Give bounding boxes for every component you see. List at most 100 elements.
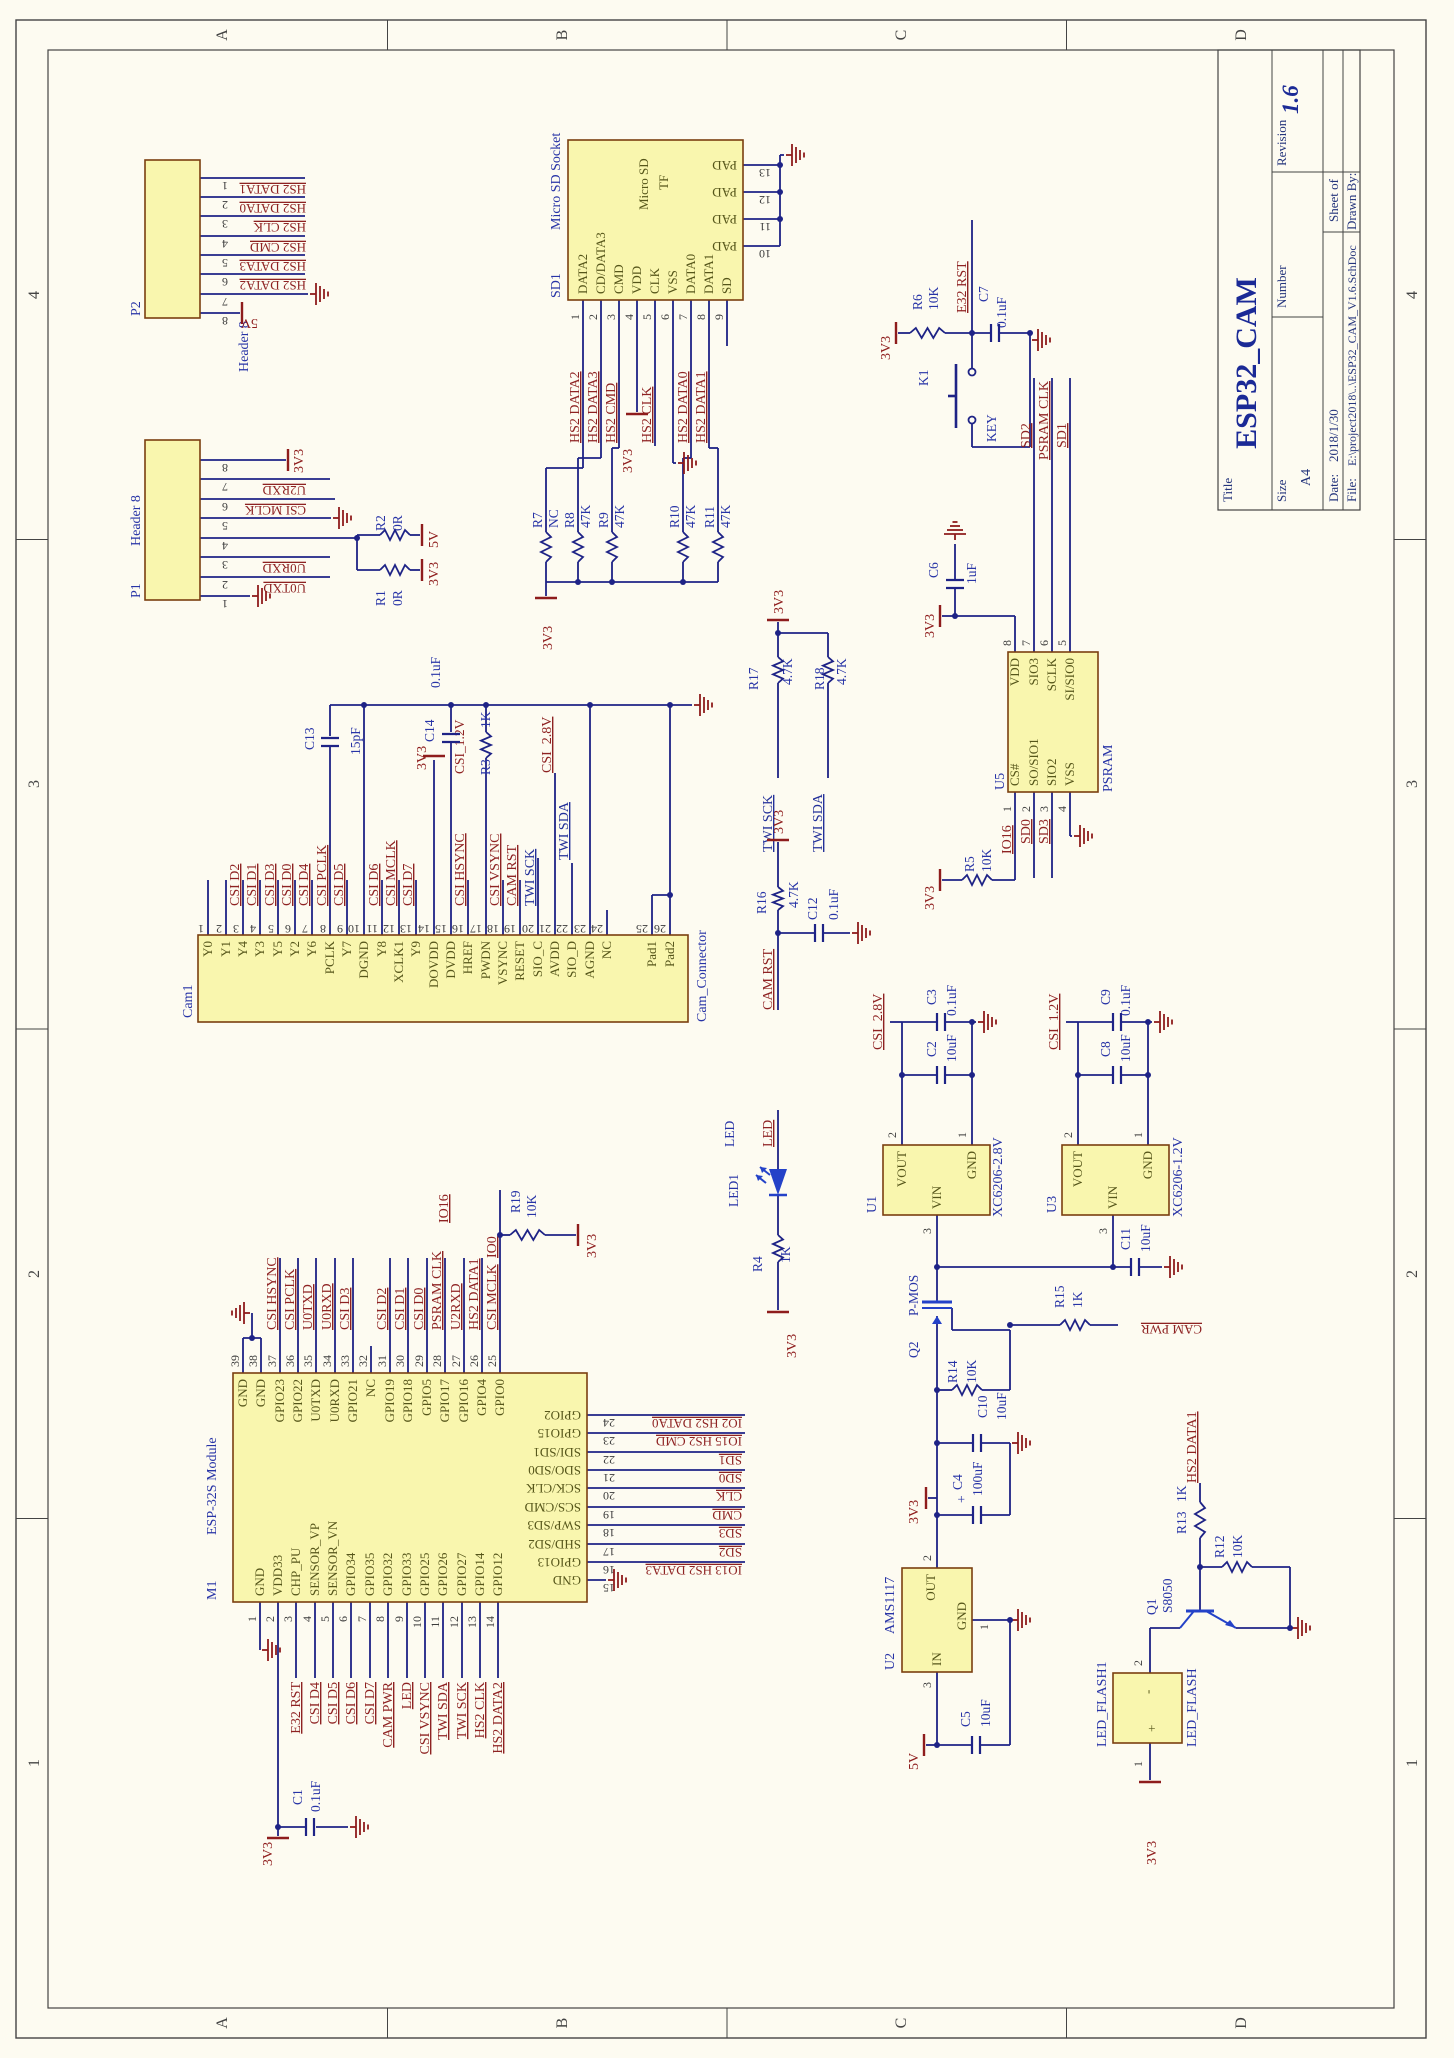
net-label-e32-rst: E32 RST xyxy=(955,261,970,313)
pin-name-out: OUT xyxy=(923,1574,938,1601)
resistor xyxy=(1221,1559,1253,1575)
power-label-3v3: 3V3 xyxy=(907,1500,922,1524)
ruler-letter-right-D: D xyxy=(1233,29,1250,41)
pin-number-m1-33: 33 xyxy=(338,1355,352,1367)
file-label: File: xyxy=(1344,478,1359,502)
net-label-clk: CLK xyxy=(715,1489,742,1504)
value-key: KEY xyxy=(984,414,999,442)
pin-number-3: 3 xyxy=(920,1682,934,1688)
part-name-esp-32s-module: ESP-32S Module xyxy=(205,1437,220,1535)
designator-cam1: Cam1 xyxy=(181,985,196,1018)
resistor xyxy=(379,527,411,543)
pin-name-m1-gpio33: GPIO33 xyxy=(399,1553,414,1596)
resistor xyxy=(770,656,786,684)
pin-name-m1-gpio21: GPIO21 xyxy=(345,1379,360,1422)
value-4-7k: 4.7K xyxy=(834,658,849,685)
value-c9: C9 xyxy=(1098,989,1113,1005)
net-label-io16: IO16 xyxy=(1000,825,1015,854)
pin-name-u5-si-sio0: SI/SIO0 xyxy=(1062,658,1077,701)
power-label-3v3: 3V3 xyxy=(621,449,636,473)
pin-name-gnd: GND xyxy=(964,1151,979,1179)
net-label-twi-sck: TWI SCK xyxy=(455,1682,470,1739)
value-10k: 10K xyxy=(1230,1535,1245,1559)
junction-dot xyxy=(777,216,783,222)
key-terminal xyxy=(967,415,977,425)
ruler-number-top-3: 3 xyxy=(26,780,43,788)
junction-dot xyxy=(448,702,454,708)
value-c10: C10 xyxy=(975,1395,990,1418)
junction-dot xyxy=(934,1512,940,1518)
resistor xyxy=(710,531,726,563)
pin-name-m1-gnd: GND xyxy=(253,1379,268,1407)
power-label-3v3: 3V3 xyxy=(1145,1841,1160,1865)
pin-name-m1-sensor-vn: SENSOR_VN xyxy=(325,1520,340,1596)
net-label-csi-d6: CSI D6 xyxy=(367,864,382,906)
value-10k: 10K xyxy=(964,1360,979,1384)
pin-name-m1-gpio22: GPIO22 xyxy=(290,1379,305,1422)
pin-number-p2-8: 8 xyxy=(222,314,228,328)
junction-dot xyxy=(609,579,615,585)
pin-name-sd1-data0: DATA0 xyxy=(683,254,698,294)
net-label-hs2-data2: HS2 DATA2 xyxy=(240,278,307,293)
pin-name-m1-gpio16: GPIO16 xyxy=(456,1379,471,1423)
ruler-letter-left-C: C xyxy=(893,2018,910,2029)
sheet-label: Sheet of xyxy=(1326,178,1341,222)
net-label-hs2-data0: HS2 DATA0 xyxy=(240,201,307,216)
pin-name-m1-gpio19: GPIO19 xyxy=(382,1379,397,1422)
pin-number-sd1-12: 12 xyxy=(759,193,771,207)
pin-name-gnd: GND xyxy=(1140,1151,1155,1179)
pin-name-cam1-avdd: AVDD xyxy=(547,941,562,977)
pin-name-sd1-sd: SD xyxy=(719,277,734,294)
value-csi-1-2v: CSI_1.2V xyxy=(452,719,467,774)
pin-number-cam1-4: 4 xyxy=(250,922,256,936)
pin-number-sd1-9: 9 xyxy=(712,314,726,320)
net-label-csi-hsync: CSI HSYNC xyxy=(453,833,468,906)
pin-number-cam1-20: 20 xyxy=(522,922,534,936)
value-r16: R16 xyxy=(754,891,769,914)
pin-name-m1-gpio15: GPIO15 xyxy=(538,1426,581,1441)
pin-number-p1-4: 4 xyxy=(222,539,228,553)
component-body-u3 xyxy=(1061,1144,1170,1216)
pin-name-sd1-vss: VSS xyxy=(665,270,680,294)
value-0-1uf: 0.1uF xyxy=(994,296,1009,328)
designator-p1: P1 xyxy=(129,583,144,598)
value-r15: R15 xyxy=(1052,1285,1067,1308)
part-name-led-flash: LED_FLASH xyxy=(1185,1668,1200,1747)
net-label-csi-d5: CSI D5 xyxy=(326,1682,341,1724)
drawn-by-label: Drawn By: xyxy=(1344,173,1359,230)
pin-number-m1-14: 14 xyxy=(483,1616,497,1628)
net-label-hs2-cmd: HS2 CMD xyxy=(250,240,306,255)
value-r10: R10 xyxy=(667,505,682,528)
pin-name-m1-gpio4: GPIO4 xyxy=(474,1379,489,1416)
part-name-micro-sd-socket: Micro SD Socket xyxy=(549,133,564,230)
junction-dot xyxy=(777,189,783,195)
pin-number-p1-5: 5 xyxy=(222,519,228,533)
title-label: Title xyxy=(1220,478,1235,502)
junction-dot xyxy=(775,630,781,636)
pin-number-cam1-12: 12 xyxy=(383,922,395,936)
pin-name-sd1-cmd: CMD xyxy=(611,264,626,294)
value-100uf: 100uF xyxy=(970,1461,985,1496)
pin-number-m1-13: 13 xyxy=(465,1616,479,1628)
value-r14: R14 xyxy=(945,1360,960,1383)
pin-name-m1-swp-sd3: SWP/SD3 xyxy=(528,1518,581,1533)
value-c4: C4 xyxy=(950,1474,965,1490)
pin-name-m1-gpio13: GPIO13 xyxy=(538,1555,581,1570)
power-label-3v3: 3V3 xyxy=(923,614,938,638)
pin-number-cam1-17: 17 xyxy=(470,922,482,936)
pin-name-cam1-sio-d: SIO_D xyxy=(564,941,579,978)
net-label-hs2-clk: HS2 CLK xyxy=(253,220,306,235)
resistor xyxy=(951,1382,983,1398)
pin-number-sd1-2: 2 xyxy=(586,314,600,320)
ruler-number-bottom-4: 4 xyxy=(1404,291,1421,299)
pin-number-sd1-10: 10 xyxy=(759,247,771,261)
net-label-hs2-data1: HS2 DATA1 xyxy=(694,371,709,443)
resistor xyxy=(1193,1501,1207,1539)
net-label-sd2: SD2 xyxy=(719,1545,742,1560)
pin-name-sd1-cd-data3: CD/DATA3 xyxy=(593,232,608,294)
pin-name-cam1-href: HREF xyxy=(460,941,475,974)
pin-number-m1-22: 22 xyxy=(603,1453,615,1467)
pin-number-m1-16: 16 xyxy=(603,1563,615,1577)
